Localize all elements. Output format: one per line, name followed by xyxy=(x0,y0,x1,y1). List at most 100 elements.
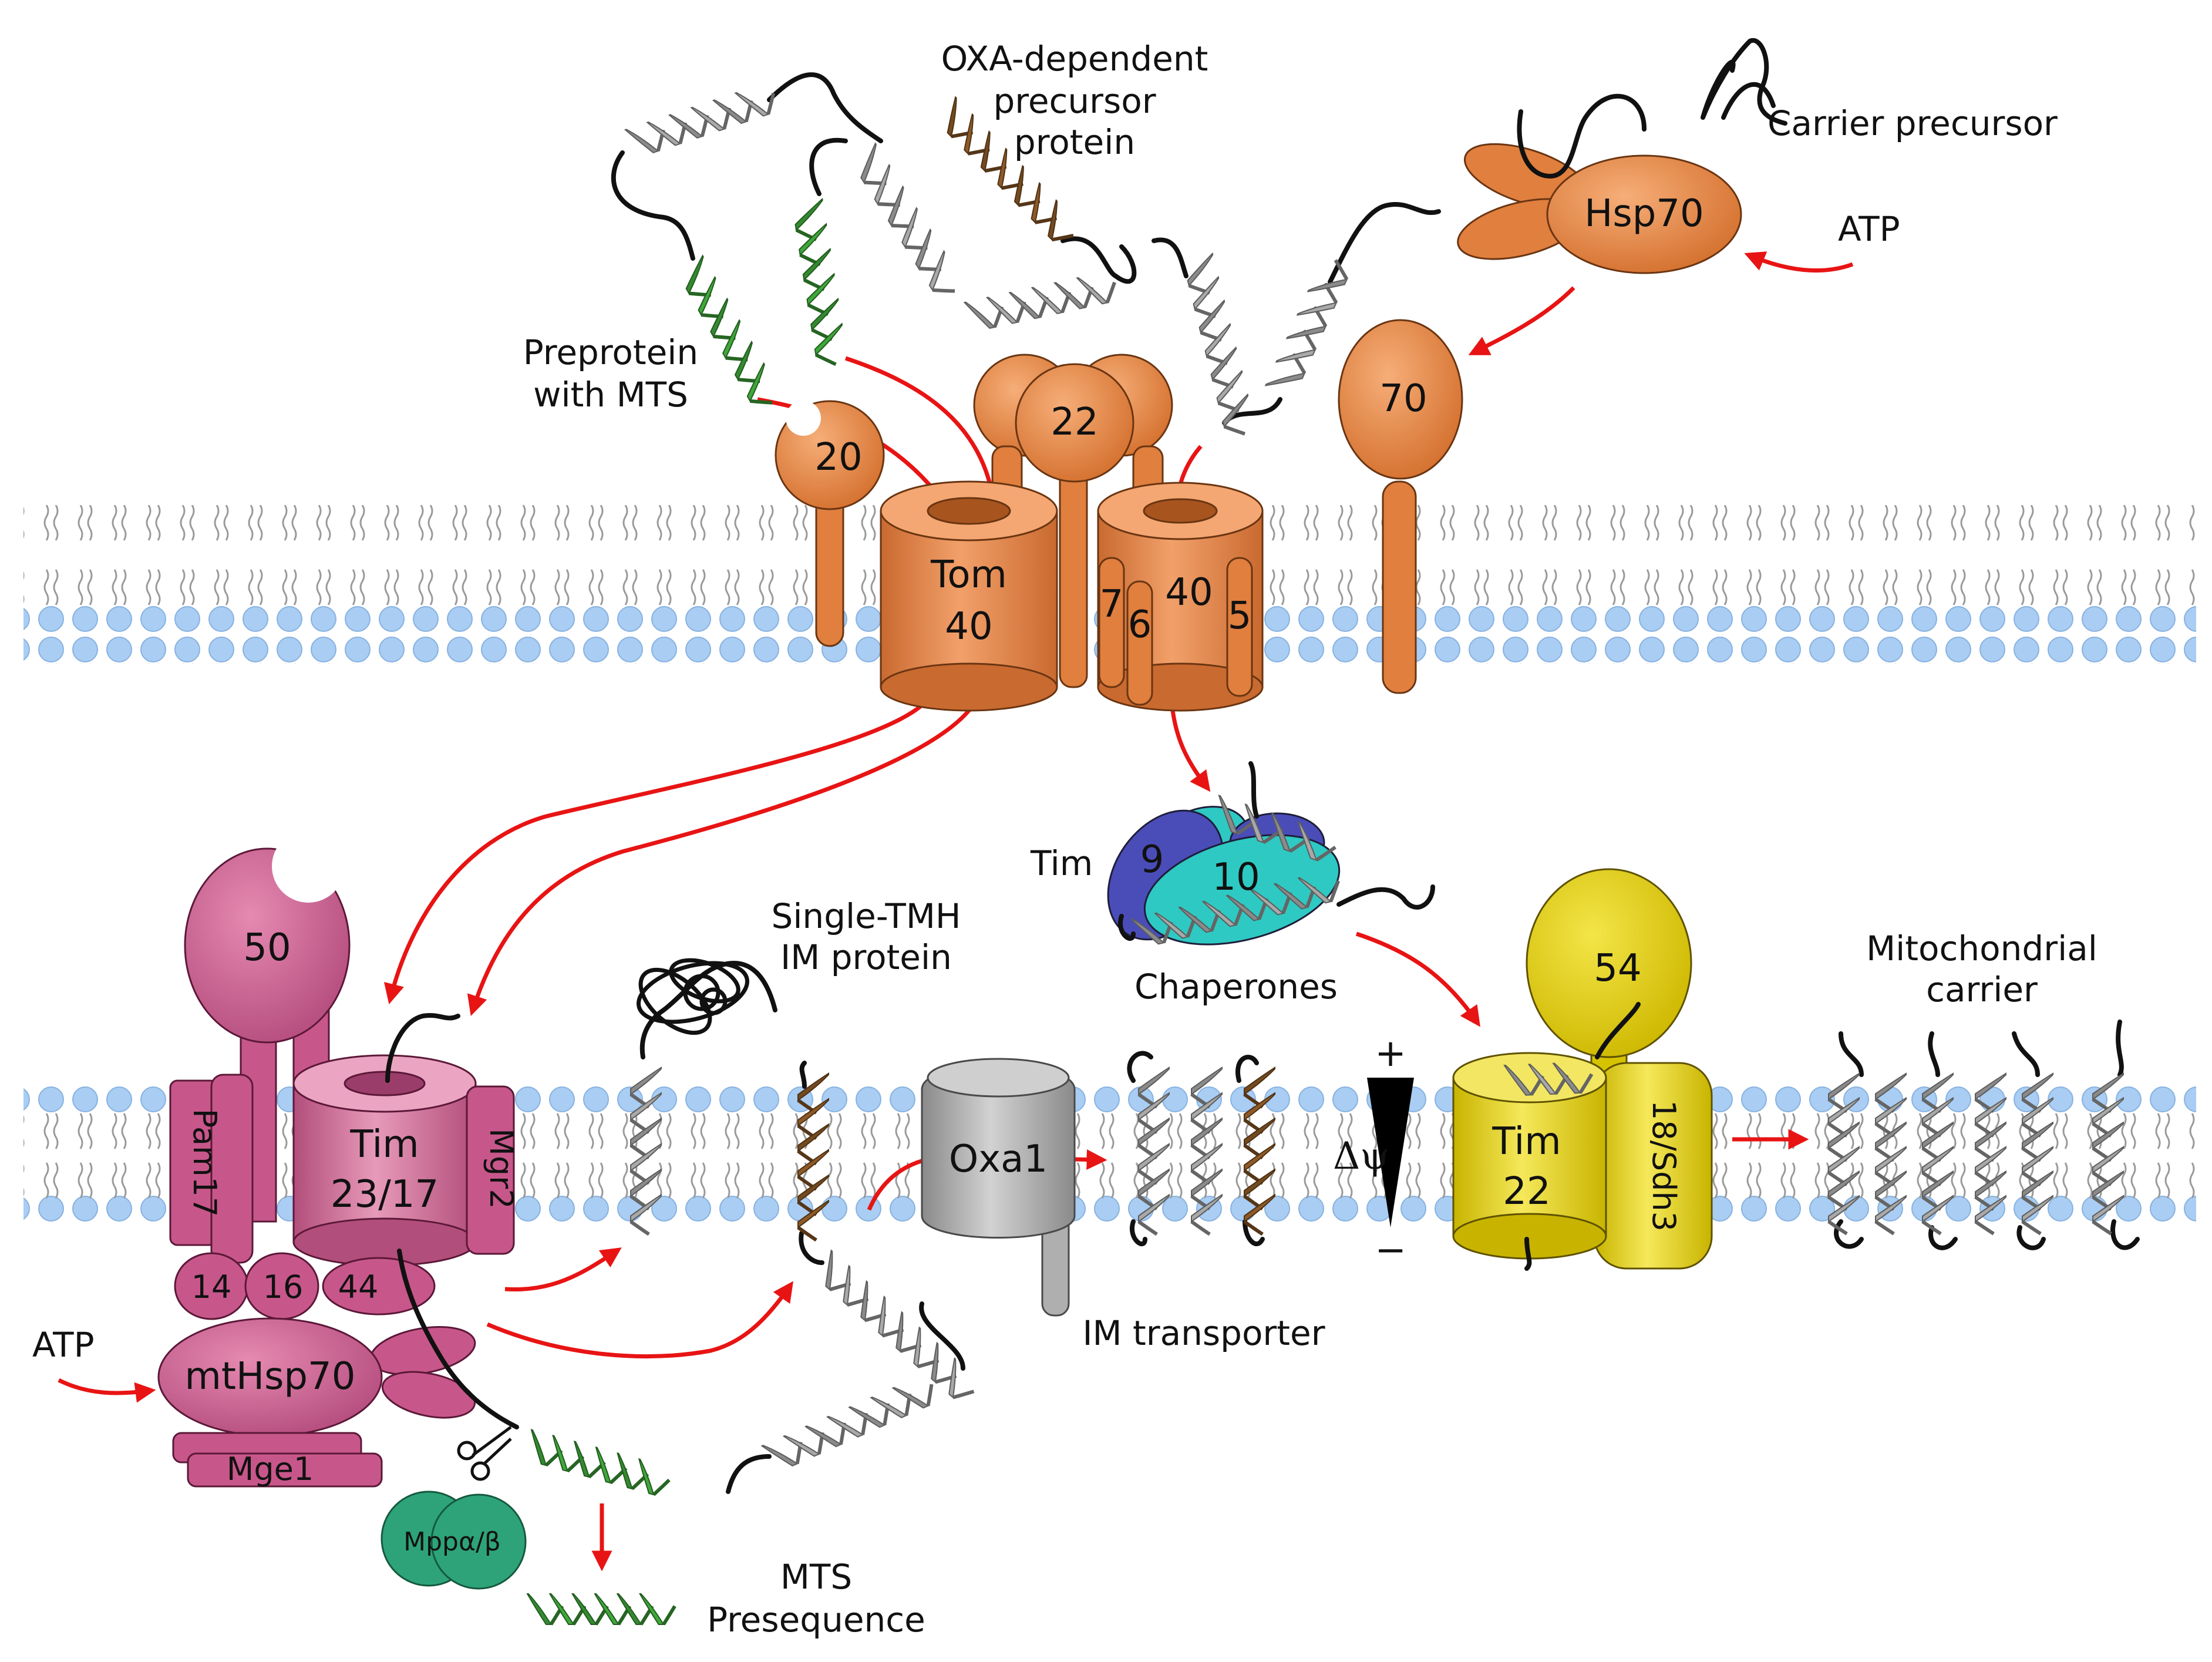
label-tom20: 20 xyxy=(814,436,862,479)
helix-green-2 xyxy=(794,197,843,366)
label-tim14: 14 xyxy=(191,1269,232,1306)
helix-gray-3 xyxy=(963,277,1116,329)
label-mito-carrier-1: Mitochondrial xyxy=(1866,928,2097,968)
label-tom6: 6 xyxy=(1128,603,1152,647)
hsp70-body xyxy=(1546,154,1742,274)
helix-gray-matrix-1 xyxy=(825,1249,975,1399)
mpp-beta xyxy=(430,1493,527,1590)
arrow-atp-bottom xyxy=(58,1378,156,1403)
helix-green-1 xyxy=(685,254,773,405)
label-single-tmh-2: IM protein xyxy=(780,937,952,977)
label-delta-psi: Δψ xyxy=(1333,1135,1389,1178)
helix-carrier-3 xyxy=(1921,1072,1954,1236)
label-tom40-b: 40 xyxy=(1165,571,1213,614)
helix-carrier-4 xyxy=(1974,1072,2006,1236)
label-tom5: 5 xyxy=(1228,594,1252,638)
label-mpp: Mppα/β xyxy=(403,1527,501,1557)
label-pam17: Pam17 xyxy=(186,1109,223,1217)
membrane-potential-wedge xyxy=(1367,1078,1414,1227)
label-chaperones: Chaperones xyxy=(1134,967,1338,1007)
label-tim23-1: Tim xyxy=(349,1123,419,1166)
label-tim54: 54 xyxy=(1594,947,1641,990)
helix-gray-top-1 xyxy=(624,92,776,154)
helix-gray-single-tmh xyxy=(629,1066,662,1236)
helix-green-mts xyxy=(530,1428,671,1496)
label-mito-carrier-2: carrier xyxy=(1926,970,2038,1010)
helix-carrier-6 xyxy=(2092,1072,2124,1236)
label-tom40-2: 40 xyxy=(945,605,992,648)
tom22-head xyxy=(1015,363,1134,483)
helix-gray-4 xyxy=(1187,252,1249,436)
label-mthsp70: mtHsp70 xyxy=(185,1355,356,1398)
label-atp-bottom: ATP xyxy=(32,1325,95,1365)
label-tim44: 44 xyxy=(338,1269,379,1306)
unfolded-coil xyxy=(637,958,749,1035)
label-plus: + xyxy=(1375,1032,1406,1075)
label-tim-small: Tim xyxy=(1030,843,1093,883)
label-mts-2: Presequence xyxy=(707,1600,925,1640)
tom-complex xyxy=(775,143,1742,712)
label-tom7: 7 xyxy=(1100,583,1124,626)
label-oxa-precursor-1: OXA-dependent xyxy=(941,39,1208,79)
arrow-tom40b-to-chaperones xyxy=(1169,698,1211,792)
label-tim18-sdh3: 18/Sdh3 xyxy=(1645,1100,1682,1232)
label-oxa-precursor-2: precursor xyxy=(993,81,1156,121)
label-tom40-1: Tom xyxy=(930,553,1007,597)
tim23-complex xyxy=(157,830,515,1488)
label-carrier-precursor: Carrier precursor xyxy=(1767,103,2058,143)
helix-gray-2 xyxy=(860,142,955,293)
tom22-stem xyxy=(1059,457,1088,688)
label-tim50: 50 xyxy=(243,926,291,970)
helix-gray-matrix-2 xyxy=(760,1384,934,1467)
helix-brown-top xyxy=(947,96,1074,242)
arrow-hsp70-to-tom70 xyxy=(1468,286,1575,355)
arrow-tom40-to-tim23-a xyxy=(383,689,936,1005)
label-hsp70: Hsp70 xyxy=(1584,192,1704,235)
label-mts-1: MTS xyxy=(780,1557,852,1597)
helix-carrier-5 xyxy=(2021,1072,2053,1236)
mge1-bottom xyxy=(187,1452,383,1488)
helix-carrier-1 xyxy=(1827,1072,1860,1236)
helices xyxy=(526,92,2124,1626)
label-tim9: 9 xyxy=(1140,838,1164,882)
arrow-tim23-to-oxa xyxy=(486,1281,794,1358)
label-tim22-1: Tim xyxy=(1491,1120,1561,1163)
label-tim16: 16 xyxy=(263,1269,304,1306)
helix-gray-oxa-1 xyxy=(1137,1066,1170,1236)
label-tom22: 22 xyxy=(1051,401,1098,444)
tom6 xyxy=(1126,580,1153,706)
helix-brown-im xyxy=(797,1072,829,1242)
label-preprotein-2: with MTS xyxy=(533,375,688,415)
label-oxa-precursor-3: protein xyxy=(1014,122,1135,162)
polypeptide-chains xyxy=(385,38,2140,1494)
tim22-body xyxy=(1452,1076,1607,1237)
tim22-rim xyxy=(1452,1052,1607,1103)
helix-gray-5 xyxy=(1264,259,1349,386)
helix-gray-chap-2 xyxy=(1130,877,1340,945)
label-oxa1: Oxa1 xyxy=(949,1138,1048,1181)
helix-brown-oxa xyxy=(1243,1066,1275,1236)
scissors-icon xyxy=(457,1425,512,1481)
label-tim22-2: 22 xyxy=(1503,1170,1550,1213)
tom70-head xyxy=(1338,319,1463,480)
arrow-chaperones-to-tim22 xyxy=(1355,931,1480,1027)
label-tom70: 70 xyxy=(1379,377,1427,420)
label-tim23-2: 23/17 xyxy=(331,1173,439,1216)
mgr2 xyxy=(466,1085,515,1255)
arrow-tim23-to-single-tmh xyxy=(504,1247,622,1292)
helix-green-mts-free xyxy=(526,1593,676,1626)
text-labels: OXA-dependent precursor protein Carrier … xyxy=(32,39,2097,1640)
helix-gray-oxa-2 xyxy=(1190,1066,1223,1236)
tom5 xyxy=(1226,557,1253,697)
tom7 xyxy=(1098,557,1125,688)
label-tim10: 10 xyxy=(1212,856,1260,899)
arrow-tom40-to-tim23-b xyxy=(467,689,983,1016)
label-preprotein-1: Preprotein xyxy=(523,332,698,372)
tim44 xyxy=(322,1257,436,1316)
label-mgr2: Mgr2 xyxy=(483,1128,520,1209)
label-atp-top: ATP xyxy=(1838,209,1900,249)
tim54-head xyxy=(1526,868,1692,1058)
label-minus: − xyxy=(1375,1229,1406,1272)
arrow-atp-top xyxy=(1744,251,1854,273)
